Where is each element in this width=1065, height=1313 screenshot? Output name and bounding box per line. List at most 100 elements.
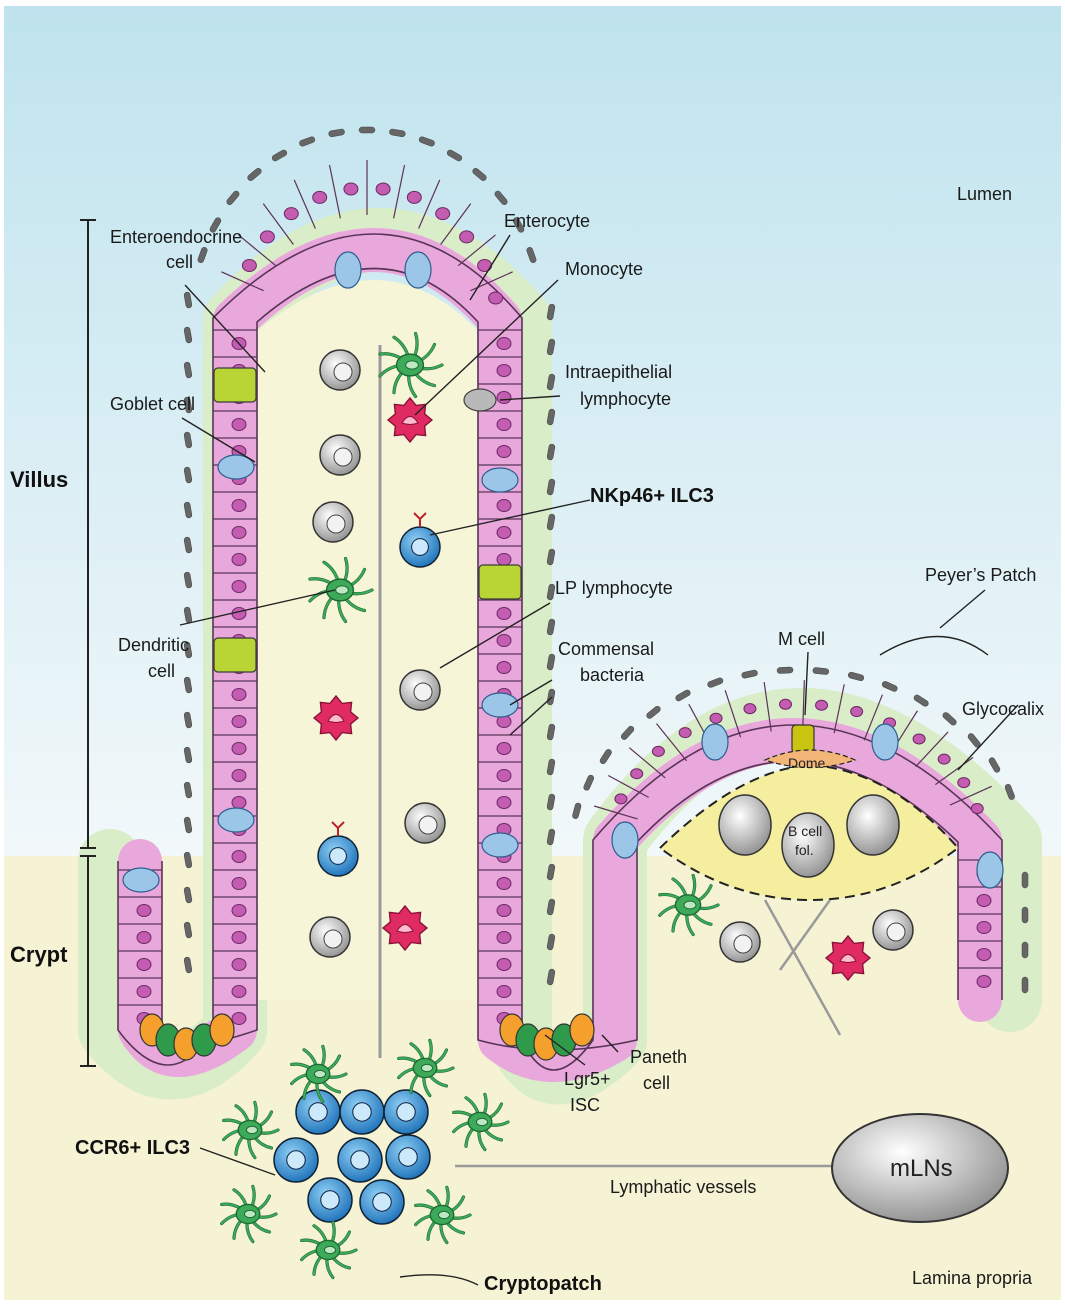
enterocyte-nucleus (497, 797, 511, 809)
enterocyte-nucleus (232, 500, 246, 512)
epithelial-nucleus (710, 713, 722, 723)
enterocyte-nucleus (232, 986, 246, 998)
peyers-patch-label: Peyer’s Patch (925, 565, 1036, 585)
enterocyte-nucleus (232, 419, 246, 431)
enterocyte-nucleus (497, 878, 511, 890)
ccr6-ilc3 (360, 1180, 404, 1224)
enterocyte-nucleus (232, 905, 246, 917)
enterocyte-nucleus (497, 635, 511, 647)
enterocyte-nucleus (497, 419, 511, 431)
enterocyte-nucleus (497, 932, 511, 944)
goblet-cell (872, 724, 898, 760)
goblet-cell (482, 693, 518, 717)
enterocyte-nucleus (137, 986, 151, 998)
enterocyte-nucleus (232, 689, 246, 701)
lamina-propria-label: Lamina propria (912, 1268, 1033, 1288)
epithelial-nucleus (631, 769, 643, 779)
epithelial-nucleus (816, 700, 828, 710)
enterocyte-nucleus (232, 527, 246, 539)
enteroendocrine-label-1: Enteroendocrine (110, 227, 242, 247)
enterocyte-nucleus (232, 878, 246, 890)
enteroendocrine-cell (479, 565, 521, 599)
enterocyte-nucleus (497, 365, 511, 377)
enterocyte-nucleus (497, 392, 511, 404)
ccr6-ilc3 (338, 1138, 382, 1182)
goblet-cell (218, 808, 254, 832)
enterocyte-nucleus (497, 500, 511, 512)
dome-label: Dome (788, 755, 826, 771)
enterocyte-nucleus (497, 338, 511, 350)
goblet-cell (123, 868, 159, 892)
enterocyte-nucleus (232, 770, 246, 782)
epithelial-nucleus (938, 754, 950, 764)
enterocyte-nucleus (489, 292, 503, 304)
epithelial-nucleus (851, 707, 863, 717)
goblet-cell (335, 252, 361, 288)
epithelial-nucleus (679, 728, 691, 738)
villus-label: Villus (10, 467, 68, 492)
paneth-label-2: cell (643, 1073, 670, 1093)
enterocyte-nucleus (232, 743, 246, 755)
lp-lymphocyte (400, 670, 440, 710)
enteroendocrine-label-2: cell (166, 252, 193, 272)
epithelial-nucleus (913, 734, 925, 744)
germinal-center-left (719, 795, 771, 855)
m-cell-label: M cell (778, 629, 825, 649)
enterocyte-nucleus (497, 446, 511, 458)
goblet-cell (482, 833, 518, 857)
enterocyte-nucleus (497, 527, 511, 539)
enterocyte-nucleus (137, 959, 151, 971)
enterocyte-nucleus (497, 662, 511, 674)
enterocyte-nucleus (497, 608, 511, 620)
commensal-bacterium (1022, 977, 1028, 993)
ccr6-ilc3-label: CCR6+ ILC3 (75, 1137, 190, 1159)
b-cell-label-2: fol. (795, 842, 814, 858)
enterocyte-nucleus (497, 959, 511, 971)
goblet-cell (977, 852, 1003, 888)
epithelial-nucleus (958, 778, 970, 788)
paneth-cell (210, 1014, 234, 1046)
enterocyte-nucleus (260, 231, 274, 243)
goblet-cell (482, 468, 518, 492)
commensal-bacterium (1022, 907, 1028, 923)
lp-lymphocyte (313, 502, 353, 542)
intraepithelial-lymphocyte (464, 389, 496, 411)
ccr6-ilc3 (274, 1138, 318, 1182)
b-cell-label-1: B cell (788, 823, 822, 839)
enterocyte-nucleus (232, 851, 246, 863)
enterocyte-nucleus (232, 554, 246, 566)
epithelial-nucleus (971, 804, 983, 814)
goblet-cell (612, 822, 638, 858)
commensal-bacterium (1022, 872, 1028, 888)
enterocyte-nucleus (436, 208, 450, 220)
monocyte-label: Monocyte (565, 259, 643, 279)
dendritic-label-2: cell (148, 661, 175, 681)
enterocyte-nucleus (497, 554, 511, 566)
enterocyte-nucleus (232, 959, 246, 971)
paneth-label-1: Paneth (630, 1047, 687, 1067)
enterocyte-nucleus (232, 1013, 246, 1025)
monocyte (314, 696, 358, 740)
nkp46-ilc3-label: NKp46+ ILC3 (590, 485, 714, 507)
lgr5-label-1: Lgr5+ (564, 1069, 611, 1089)
intraepithelial-label-1: Intraepithelial (565, 362, 672, 382)
paneth-cell (570, 1014, 594, 1046)
enteroendocrine-cell (214, 638, 256, 672)
intraepithelial-label-2: lymphocyte (580, 389, 671, 409)
enterocyte-nucleus (460, 231, 474, 243)
ccr6-ilc3 (386, 1135, 430, 1179)
enterocyte-nucleus (137, 905, 151, 917)
enterocyte-label: Enterocyte (504, 211, 590, 231)
epithelial-nucleus (780, 699, 792, 709)
lp-lymphocyte-label: LP lymphocyte (555, 578, 673, 598)
goblet-cell-label: Goblet cell (110, 394, 195, 414)
epithelial-nucleus (744, 704, 756, 714)
enterocyte-nucleus (232, 716, 246, 728)
enterocyte-nucleus (232, 797, 246, 809)
lp-lymphocyte (310, 917, 350, 957)
monocyte (826, 936, 870, 980)
commensal-bacterium (359, 127, 375, 133)
enterocyte-nucleus (497, 743, 511, 755)
